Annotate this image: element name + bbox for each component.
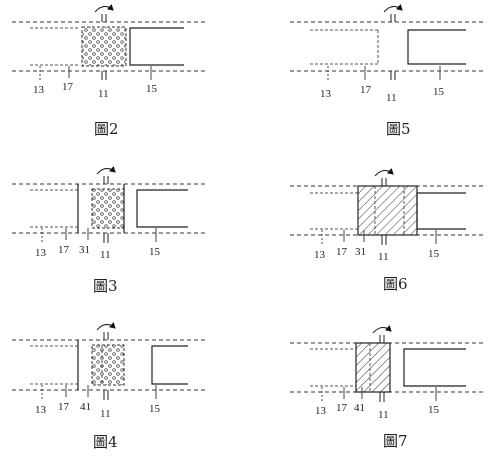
fig2-label-17: 17 [62, 81, 74, 93]
figure-2: 13 17 11 15 圖2 [12, 4, 205, 138]
fig7-caption: 圖7 [383, 432, 408, 450]
fig2-caption: 圖2 [94, 120, 119, 138]
fig3-label-11: 11 [100, 249, 111, 261]
fig6-label-15: 15 [428, 248, 440, 260]
fig4-caption: 圖4 [93, 433, 118, 451]
fig3-caption: 圖3 [93, 277, 118, 295]
fig5-label-11: 11 [386, 92, 397, 104]
fig4-label-15: 15 [149, 403, 161, 415]
fig4-label-13: 13 [35, 404, 47, 416]
fig6-label-11: 11 [378, 251, 389, 263]
fig6-label-17: 17 [336, 246, 348, 258]
fig4-label-17: 17 [58, 401, 70, 413]
figure-3: 13 17 31 11 15 圖3 [12, 166, 205, 295]
fig2-label-15: 15 [146, 83, 158, 95]
fig6-label-31: 31 [355, 246, 366, 258]
fig6-caption: 圖6 [383, 275, 408, 293]
fig7-label-41: 41 [354, 402, 365, 414]
figure-6: 13 17 31 11 15 圖6 [290, 168, 485, 293]
fig7-label-11: 11 [378, 409, 389, 421]
fig7-label-17: 17 [336, 402, 348, 414]
fig5-caption: 圖5 [386, 120, 411, 138]
figure-4: 13 17 41 11 15 圖4 [12, 322, 205, 451]
fig3-label-17: 17 [58, 244, 70, 256]
fig5-label-13: 13 [320, 88, 332, 100]
fig2-label-13: 13 [33, 84, 45, 96]
figure-7: 13 17 41 11 15 圖7 [290, 325, 485, 450]
fig5-label-17: 17 [360, 84, 372, 96]
fig3-label-31: 31 [79, 244, 90, 256]
fig3-label-13: 13 [35, 247, 47, 259]
figure-5: 13 17 11 15 圖5 [290, 4, 485, 138]
fig3-label-15: 15 [149, 246, 161, 258]
fig6-label-13: 13 [314, 249, 326, 261]
fig4-label-11: 11 [100, 408, 111, 420]
fig7-label-13: 13 [315, 405, 327, 417]
fig7-label-15: 15 [428, 404, 440, 416]
fig4-label-41: 41 [80, 401, 91, 413]
fig2-label-11: 11 [98, 88, 109, 100]
fig5-label-15: 15 [433, 86, 445, 98]
